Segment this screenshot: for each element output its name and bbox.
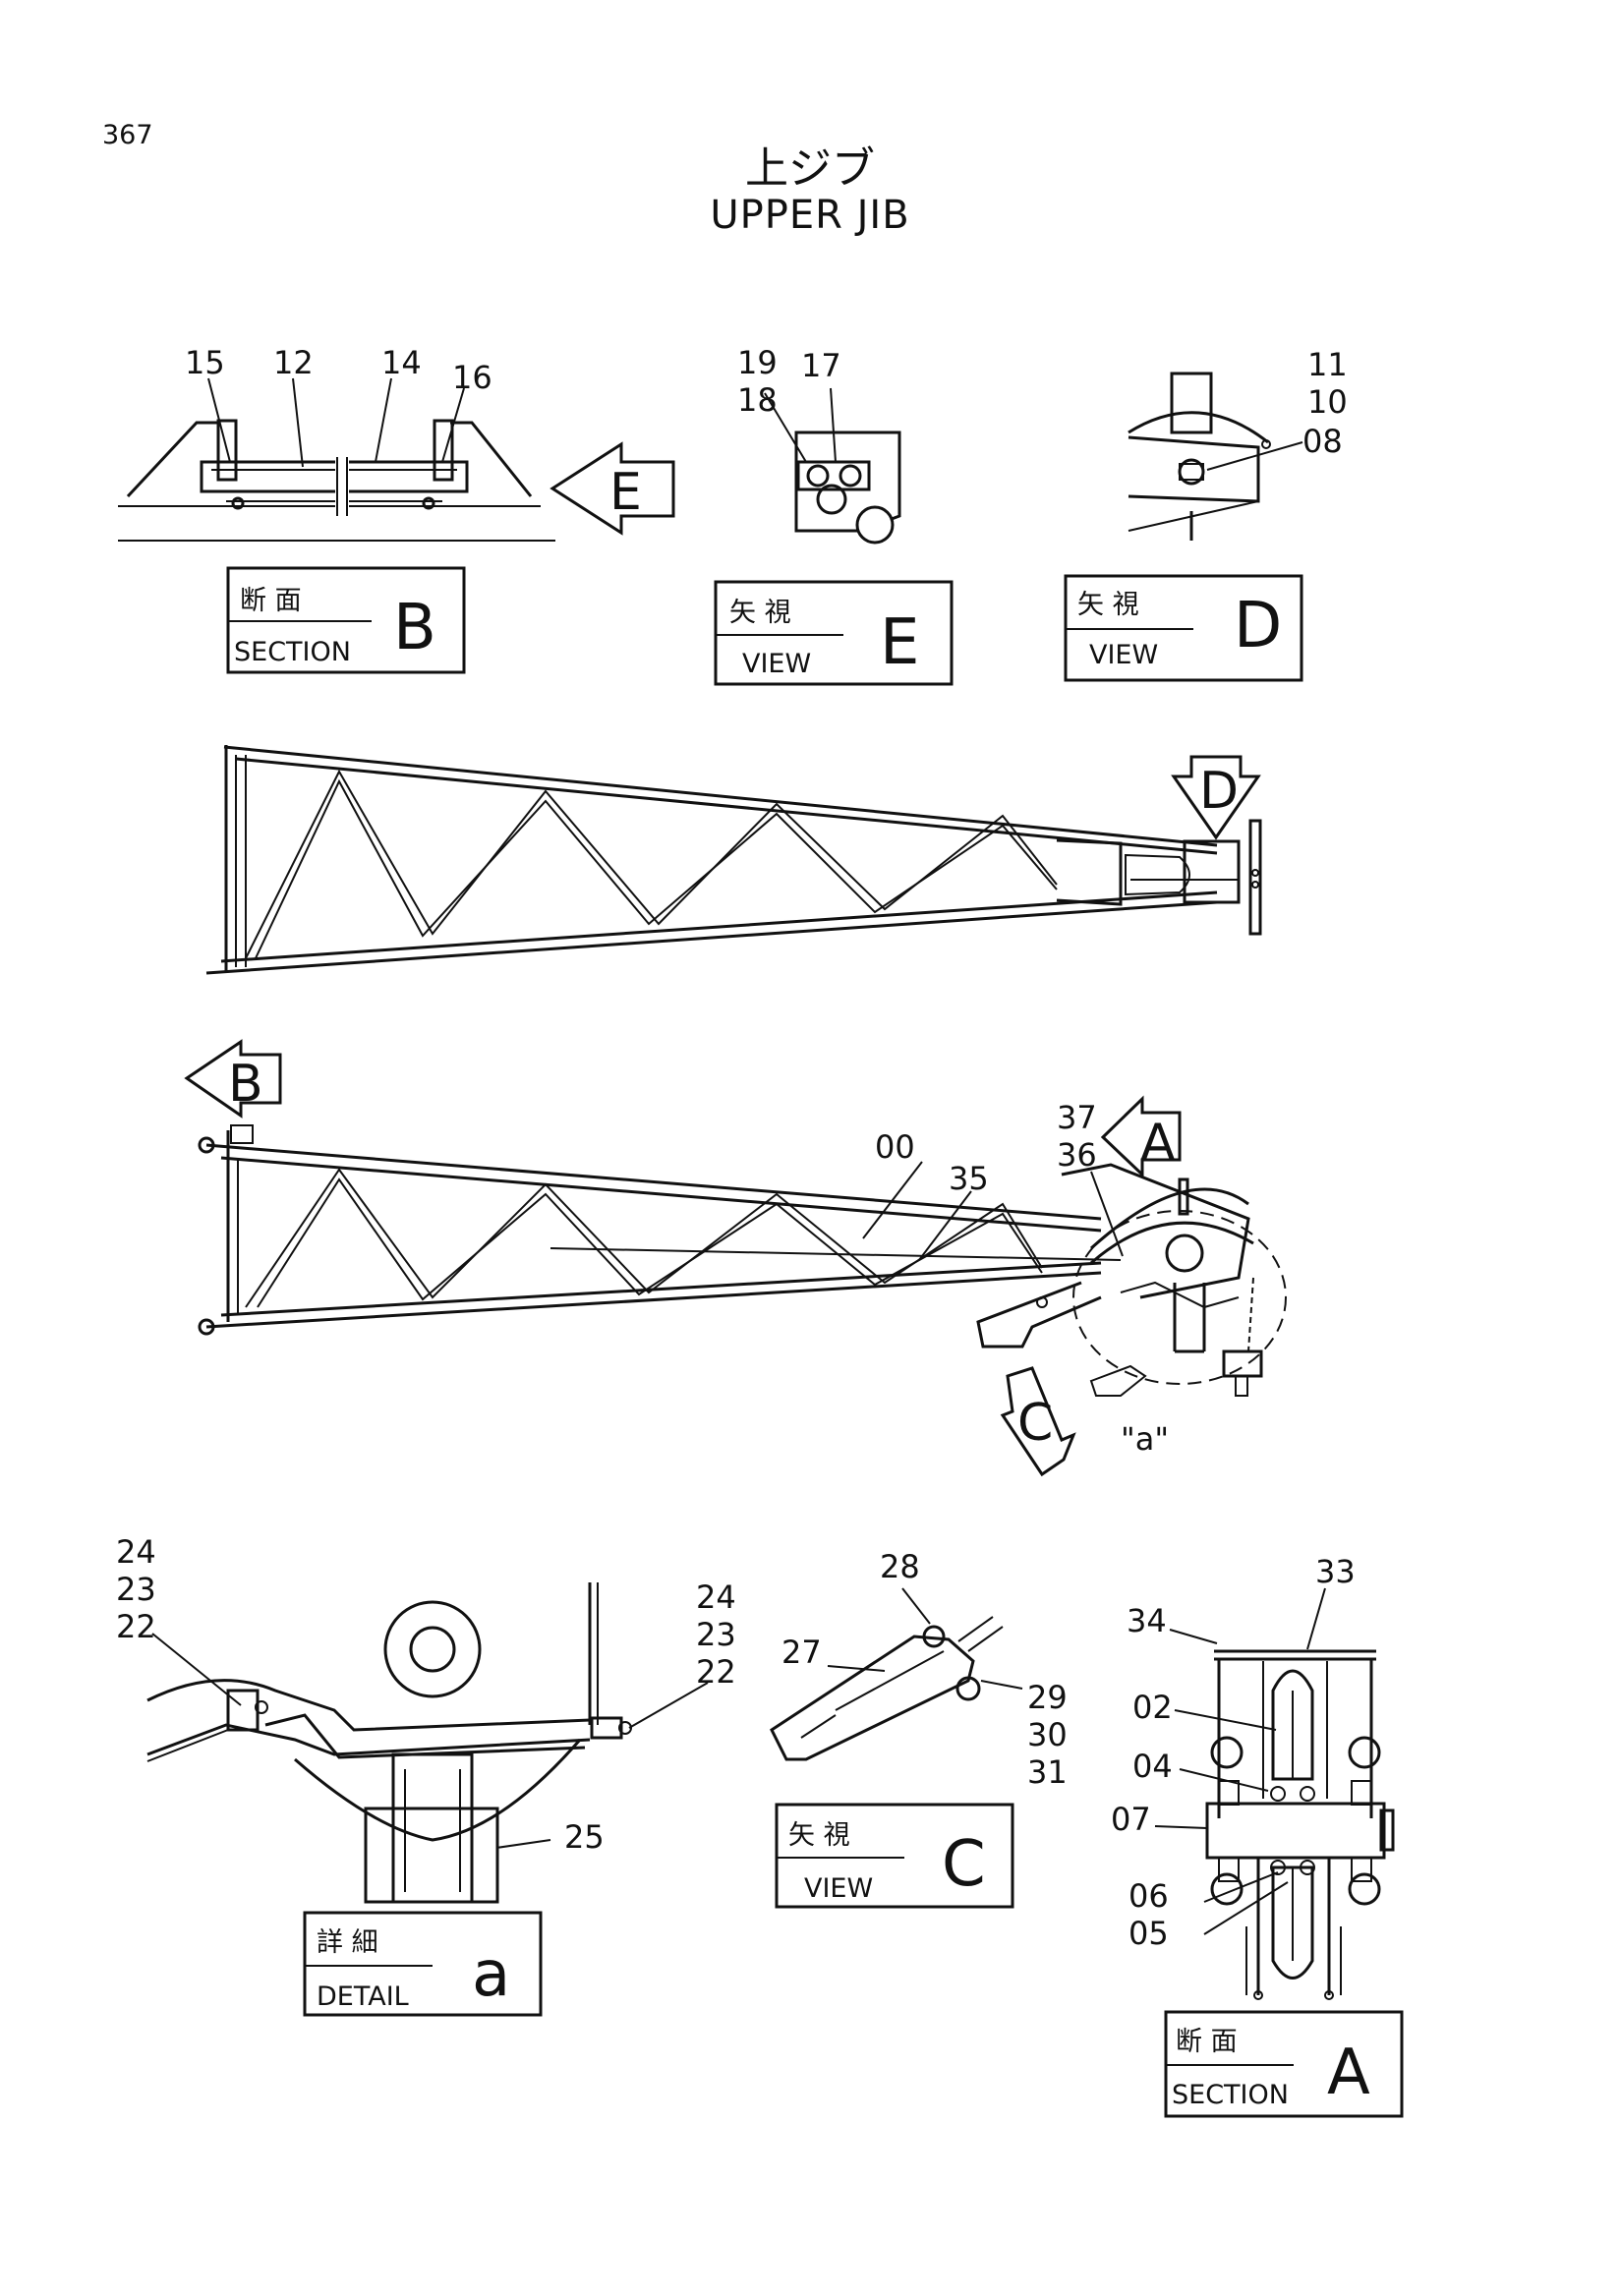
page-number: 367 <box>102 120 153 150</box>
label-box-detail-a: 詳 細 DETAIL a <box>303 1911 543 2017</box>
svg-text:VIEW: VIEW <box>742 649 811 679</box>
part-number-06: 06 <box>1128 1877 1169 1915</box>
jib-side-view <box>198 1124 1287 1397</box>
view-arrow-a: A <box>1100 1095 1182 1178</box>
part-number-36: 36 <box>1057 1136 1097 1174</box>
part-number-25: 25 <box>564 1818 605 1856</box>
part-number-11: 11 <box>1307 346 1348 383</box>
part-number-29: 29 <box>1027 1679 1068 1716</box>
svg-text:矢 視: 矢 視 <box>788 1820 850 1851</box>
svg-text:VIEW: VIEW <box>804 1873 873 1904</box>
part-number-12: 12 <box>273 344 314 381</box>
part-number-16: 16 <box>452 359 492 396</box>
part-number-34: 34 <box>1127 1602 1167 1639</box>
part-number-02: 02 <box>1132 1689 1173 1726</box>
part-number-17: 17 <box>801 347 841 384</box>
label-box-section-b: 断 面 SECTION B <box>226 566 466 674</box>
svg-text:断 面: 断 面 <box>1176 2027 1238 2057</box>
part-number-05: 05 <box>1128 1915 1169 1952</box>
svg-text:C: C <box>1017 1394 1053 1453</box>
svg-text:D: D <box>1234 590 1282 662</box>
label-box-view-d: 矢 視 VIEW D <box>1064 574 1303 682</box>
label-box-section-a: 断 面 SECTION A <box>1164 2010 1404 2118</box>
svg-text:矢 視: 矢 視 <box>729 598 791 628</box>
leaders-detail-a <box>151 1633 709 1849</box>
part-number-19: 19 <box>737 344 778 381</box>
view-e-drawing <box>764 387 901 545</box>
part-number-24b: 24 <box>696 1578 736 1616</box>
label-box-view-e: 矢 視 VIEW E <box>714 580 954 686</box>
svg-text:VIEW: VIEW <box>1089 640 1158 670</box>
svg-text:詳 細: 詳 細 <box>317 1927 378 1958</box>
view-arrow-e: E <box>550 441 675 536</box>
part-number-31: 31 <box>1027 1753 1068 1791</box>
part-number-10: 10 <box>1307 383 1348 421</box>
detail-a-drawing <box>146 1582 632 1904</box>
part-number-22a: 22 <box>116 1608 156 1645</box>
svg-text:断 面: 断 面 <box>240 586 302 616</box>
view-arrow-d: D <box>1171 755 1261 840</box>
svg-text:SECTION: SECTION <box>1172 2080 1289 2110</box>
part-number-28: 28 <box>880 1548 920 1585</box>
part-number-00: 00 <box>875 1128 915 1166</box>
part-number-22b: 22 <box>696 1653 736 1691</box>
jib-top-view <box>205 745 1262 975</box>
part-number-15: 15 <box>185 344 225 381</box>
part-number-27: 27 <box>781 1634 822 1671</box>
svg-text:E: E <box>880 606 919 679</box>
svg-text:B: B <box>228 1055 263 1114</box>
part-number-30: 30 <box>1027 1716 1068 1753</box>
view-arrow-b: B <box>184 1039 282 1119</box>
view-arrow-c: C <box>1000 1366 1076 1477</box>
label-box-view-c: 矢 視 VIEW C <box>775 1803 1014 1909</box>
part-number-04: 04 <box>1132 1748 1173 1785</box>
svg-text:E: E <box>609 463 642 522</box>
detail-a-mark: "a" <box>1121 1420 1169 1458</box>
part-number-24a: 24 <box>116 1533 156 1571</box>
section-a-drawing <box>1205 1649 1395 2000</box>
view-d-drawing <box>1128 372 1303 541</box>
part-number-37: 37 <box>1057 1099 1097 1136</box>
part-number-35: 35 <box>949 1160 989 1197</box>
svg-text:A: A <box>1140 1114 1176 1173</box>
view-c-drawing <box>770 1587 1023 1761</box>
part-number-18: 18 <box>737 381 778 419</box>
svg-text:SECTION: SECTION <box>234 637 351 667</box>
page-title-en: UPPER JIB <box>710 193 910 238</box>
svg-text:D: D <box>1199 762 1239 821</box>
svg-text:矢 視: 矢 視 <box>1077 590 1139 620</box>
svg-text:DETAIL: DETAIL <box>317 1981 409 2012</box>
part-number-07: 07 <box>1111 1801 1151 1838</box>
part-number-23b: 23 <box>696 1616 736 1653</box>
section-b-drawing <box>118 419 555 542</box>
part-number-14: 14 <box>381 344 422 381</box>
svg-text:C: C <box>942 1828 986 1901</box>
leaders-section-a <box>1154 1587 1326 1935</box>
svg-text:B: B <box>393 592 436 664</box>
leaders-b <box>207 377 465 468</box>
part-number-08: 08 <box>1302 423 1343 460</box>
page-title-jp: 上ジブ <box>745 144 875 194</box>
svg-text:a: a <box>472 1938 510 2011</box>
part-number-23a: 23 <box>116 1571 156 1608</box>
part-number-33: 33 <box>1315 1553 1356 1590</box>
svg-text:A: A <box>1327 2037 1370 2109</box>
